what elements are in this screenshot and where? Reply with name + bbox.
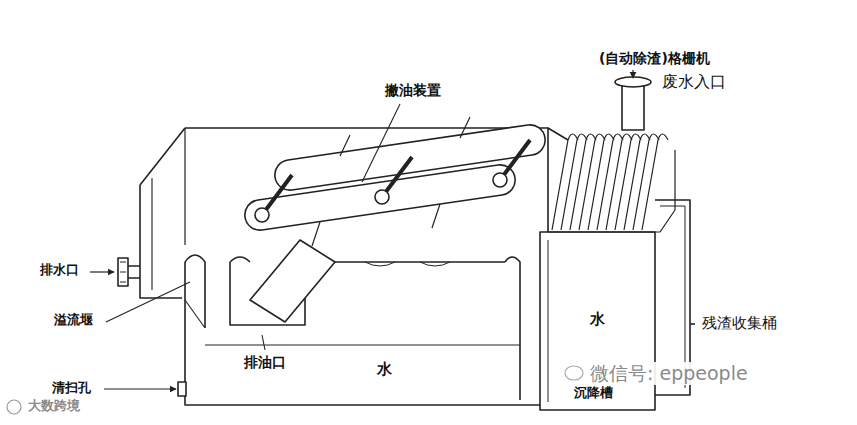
outlet-label: 排水口 <box>38 262 81 278</box>
inlet-label: 废水入口 <box>660 72 728 91</box>
tank-label: 沉降槽 <box>572 385 615 401</box>
water-label: 水 <box>375 360 394 378</box>
water-label: 水 <box>588 310 607 328</box>
port-label: 排油口 <box>242 354 288 371</box>
part-label: 残渣收集桶 <box>700 314 779 332</box>
machine-label: (自动除渣)格栅机 <box>597 50 712 67</box>
part-label: 撇油装置 <box>383 82 443 99</box>
watermark: 微信号: eppeople <box>588 362 750 385</box>
watermark: 大数跨境 <box>26 398 82 414</box>
part-label: 溢流堰 <box>52 312 95 328</box>
port-label: 清扫孔 <box>50 380 93 396</box>
